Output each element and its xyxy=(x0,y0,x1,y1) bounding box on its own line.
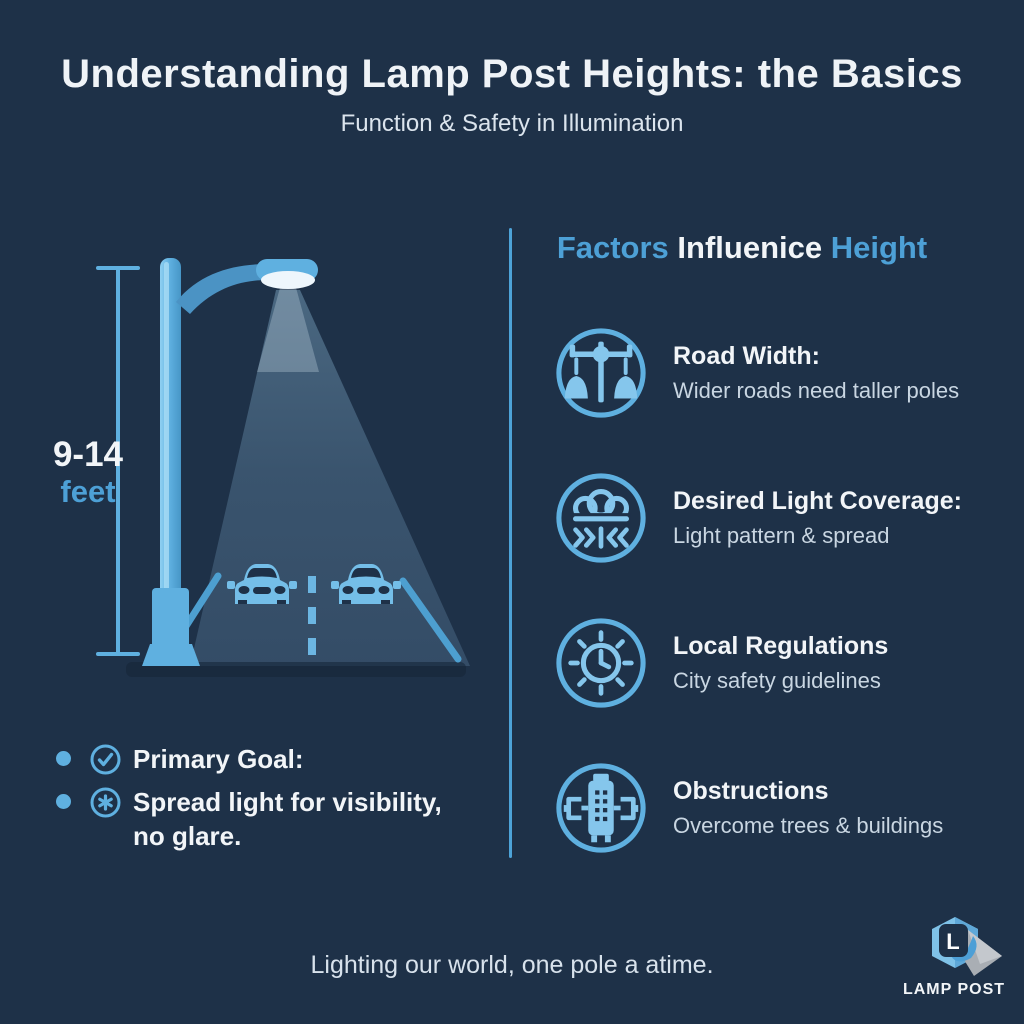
factors-heading: Factors Influenice Height xyxy=(512,230,972,266)
road-edge-right xyxy=(399,577,462,663)
ground-shadow xyxy=(126,662,466,677)
factor-title: Road Width: xyxy=(673,342,820,370)
lamp-glow xyxy=(261,271,315,289)
factor-item-light-coverage: Desired Light Coverage: Light pattern & … xyxy=(554,471,984,565)
section-divider xyxy=(509,228,512,858)
factor-item-road-width: Road Width: Wider roads need taller pole… xyxy=(554,326,984,420)
car-icon xyxy=(331,564,401,604)
factor-title: Obstructions xyxy=(673,777,829,805)
measurement-line xyxy=(96,266,140,656)
lamp-arm xyxy=(176,264,268,314)
lamp-post-pedestal xyxy=(152,588,189,650)
light-cone xyxy=(190,290,470,666)
factor-description: Light pattern & spread xyxy=(673,523,890,548)
bullet-dot-icon xyxy=(56,794,71,809)
goal-text: Spread light for visibility, no glare. xyxy=(133,787,442,851)
factor-item-local-regulations: Local Regulations City safety guidelines xyxy=(554,616,984,710)
check-circle-icon xyxy=(90,744,121,775)
lamp-scale-icon xyxy=(556,328,646,418)
lamp-post xyxy=(142,258,318,666)
light-beam xyxy=(257,284,319,372)
factor-description: Wider roads need taller poles xyxy=(673,378,960,403)
logo-letter: L xyxy=(946,929,959,954)
height-value: 9-14 xyxy=(52,435,124,474)
lamp-post-logo-icon: L xyxy=(932,917,1002,976)
goal-item: Primary Goal: xyxy=(56,742,304,776)
clock-rays-icon xyxy=(556,618,646,708)
bullet-dot-icon xyxy=(56,751,71,766)
building-icon xyxy=(556,763,646,853)
goal-item: Spread light for visibility, no glare. xyxy=(56,785,463,853)
factor-description: Overcome trees & buildings xyxy=(673,813,944,838)
lamp-post-base xyxy=(142,644,200,666)
factors-heading-word: Factors xyxy=(556,230,669,265)
goal-text: Primary Goal: xyxy=(133,744,304,774)
cloud-spread-icon xyxy=(556,473,646,563)
asterisk-circle-icon xyxy=(90,787,121,818)
height-unit: feet xyxy=(60,473,116,509)
page-subtitle: Function & Safety in Illumination xyxy=(340,110,684,137)
factor-title: Local Regulations xyxy=(673,632,889,660)
factor-item-obstructions: Obstructions Overcome trees & buildings xyxy=(554,761,984,855)
footer-tagline: Lighting our world, one pole a atime. xyxy=(310,951,714,979)
car-icon xyxy=(227,564,297,604)
factors-heading-word: Influenice xyxy=(677,230,823,265)
factor-title: Desired Light Coverage: xyxy=(673,487,962,515)
lamp-post-illustration xyxy=(96,258,470,677)
logo-name: LAMP POST xyxy=(902,981,1006,998)
factors-heading-word: Height xyxy=(830,230,928,265)
factor-description: City safety guidelines xyxy=(673,668,881,693)
page-title: Understanding Lamp Post Heights: the Bas… xyxy=(61,52,963,96)
height-label: 9-14 feet xyxy=(38,435,138,509)
